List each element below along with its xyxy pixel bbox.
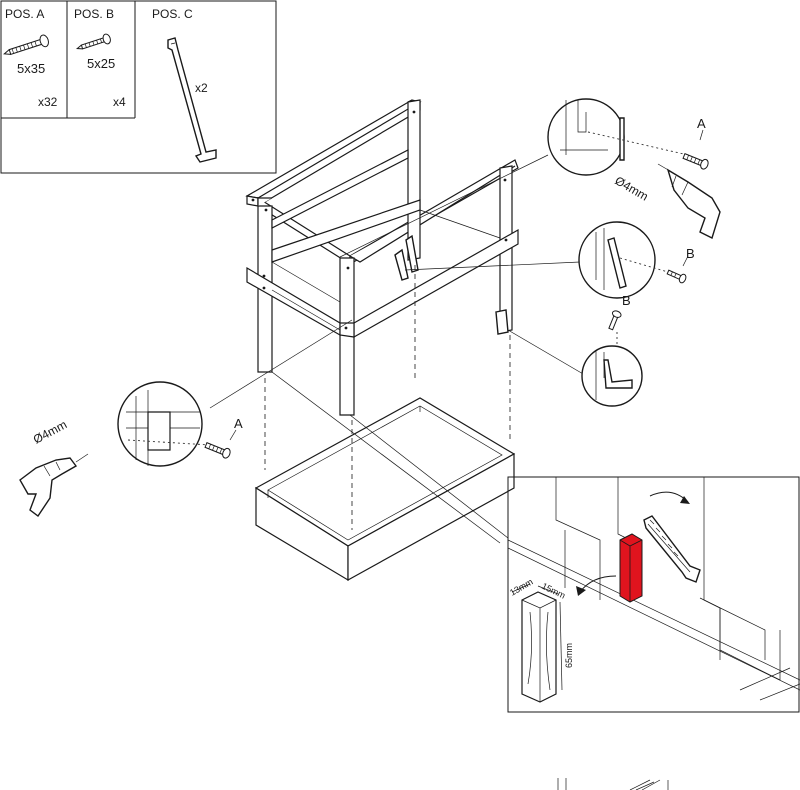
dim-65mm: 65mm: [564, 643, 574, 668]
pos-a-title: POS. A: [5, 7, 44, 21]
drill-top-icon: [657, 163, 721, 239]
drill-left-icon: [19, 453, 89, 518]
cut-piece-highlight: [619, 533, 643, 603]
drill-top-label: Ø4mm: [613, 173, 651, 203]
pos-b-size: 5x25: [87, 56, 115, 71]
detail-circle-mid: [578, 221, 669, 299]
pos-b-qty: x4: [113, 95, 126, 109]
dim-13mm: 13mm: [508, 577, 535, 598]
detail-circle-top: [547, 98, 689, 176]
footer-marks: [557, 778, 669, 790]
alignment-lines: [209, 154, 591, 544]
pos-a-size: 5x35: [17, 61, 45, 76]
detail-circle-bracket: [581, 345, 643, 407]
cut-off-block: [521, 591, 557, 703]
screw-b-mid-icon: [666, 269, 687, 284]
pos-c-qty: x2: [195, 81, 208, 95]
arrow-icon: [579, 575, 617, 593]
frame-assembly: [245, 99, 519, 416]
saw-icon: [643, 515, 701, 583]
pos-b-title: POS. B: [74, 7, 114, 21]
screw-b-icon: [75, 33, 111, 50]
drawer-box: [254, 397, 516, 582]
callout-b-right: B: [686, 246, 695, 261]
parts-table: POS. A 5x35 x32 POS. B 5x25 x4 POS. C x2: [0, 0, 277, 174]
pos-c-title: POS. C: [152, 7, 193, 21]
callout-b-lower: B: [622, 293, 631, 308]
screw-a-top-icon: [682, 153, 709, 170]
screw-b-lower-icon: [608, 310, 622, 331]
pos-a-qty: x32: [38, 95, 58, 109]
callout-a-left: A: [234, 416, 243, 431]
cut-detail-inset: 13mm 15mm 65mm: [507, 476, 800, 713]
bracket-c-icon: [167, 37, 217, 163]
detail-circle-left: [117, 381, 211, 467]
screw-a-icon: [3, 34, 49, 56]
callout-a-top: A: [697, 116, 706, 131]
screw-a-left-icon: [204, 442, 231, 459]
drill-left-label: Ø4mm: [31, 417, 69, 446]
